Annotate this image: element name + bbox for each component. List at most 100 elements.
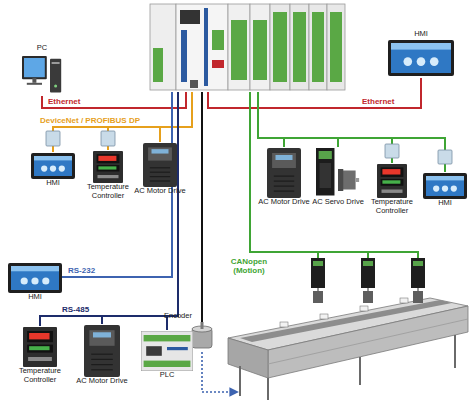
device-icon <box>377 164 407 198</box>
device-node: Temperature Controller <box>366 163 418 215</box>
feedback-arrow <box>202 352 238 392</box>
hmi-bezel <box>31 153 75 179</box>
hmi-screen <box>426 176 464 196</box>
controller-display <box>381 167 404 177</box>
device-caption: PLC <box>160 371 175 380</box>
conveyor-belt <box>240 300 452 342</box>
drive-vent <box>91 364 113 365</box>
controller-keys <box>382 190 403 193</box>
drive-vent <box>150 172 170 173</box>
hmi-bezel <box>423 173 467 199</box>
servo-drives <box>311 258 425 303</box>
device-icon <box>84 325 120 377</box>
device-node: Temperature Controller <box>14 326 66 384</box>
bus-adapter <box>46 131 60 146</box>
terminal-block <box>312 12 324 82</box>
motor-cable <box>418 288 419 291</box>
device-node: HMI <box>8 262 62 302</box>
machine-leg <box>267 378 269 400</box>
conveyor-item <box>400 298 408 303</box>
servo-drive <box>311 258 325 288</box>
cpu-stripe <box>204 8 208 86</box>
drive-vent <box>91 369 113 370</box>
canopen-drop <box>337 138 339 147</box>
devicenet-drop <box>107 127 109 131</box>
device-caption: HMI <box>414 30 428 39</box>
device-icon <box>31 153 75 179</box>
hmi-screen <box>34 156 72 176</box>
hmi-button <box>50 165 56 171</box>
device-caption: AC Servo Drive <box>312 198 364 207</box>
hmi-button <box>403 57 412 66</box>
machine-rail <box>268 319 468 364</box>
canopen-drop <box>283 138 285 147</box>
servo-drive <box>361 258 375 288</box>
terminal-block <box>153 48 163 82</box>
controller-display <box>97 154 120 163</box>
power-module <box>150 4 176 90</box>
io-module <box>290 4 309 90</box>
bus-adapters <box>46 131 452 164</box>
drive-keypad <box>89 330 114 346</box>
device-icon <box>316 148 360 198</box>
machine-leg <box>239 366 241 396</box>
cpu-display <box>180 10 200 24</box>
motor-cable <box>318 288 319 291</box>
device-caption: AC Motor Drive <box>134 187 185 196</box>
pc-tower <box>50 58 61 92</box>
plc-body <box>141 331 193 371</box>
controller-display <box>97 165 120 171</box>
device-node: HMI <box>385 30 457 76</box>
drive-body <box>143 143 177 187</box>
device-icon <box>8 263 62 293</box>
hmi-button <box>31 277 38 284</box>
hmi-screen <box>391 43 451 73</box>
servo-motor <box>413 291 423 303</box>
machine-illustration <box>228 298 468 400</box>
cpu-port <box>190 80 198 88</box>
machine-end <box>228 338 268 378</box>
bus-label: RS-485 <box>62 305 89 314</box>
hmi-button <box>430 57 439 66</box>
drive-body <box>267 148 301 198</box>
io-module <box>327 4 345 90</box>
controller-body <box>377 164 407 198</box>
drive-display <box>152 149 169 153</box>
terminal-block <box>212 30 224 50</box>
terminal-block <box>253 20 267 80</box>
servo-drive-panel <box>319 151 332 159</box>
hmi-bezel <box>388 40 454 76</box>
controller-digits <box>29 346 49 350</box>
hmi-button <box>42 277 49 284</box>
device-caption: PC <box>37 44 47 53</box>
device-caption: HMI <box>28 293 42 302</box>
servo-panel <box>413 261 423 266</box>
tower-led <box>54 84 57 87</box>
controller-keys <box>98 175 119 178</box>
device-node: PLC <box>138 330 196 380</box>
io-module <box>250 4 270 90</box>
hmi-title-bar <box>11 266 59 271</box>
conveyor-item <box>280 322 288 327</box>
device-icon <box>143 143 177 187</box>
drive-display <box>93 332 111 337</box>
machine-leg <box>359 357 361 385</box>
canopen-drop <box>391 158 393 163</box>
servo-motor <box>313 291 323 303</box>
main-plc <box>150 4 345 90</box>
device-icon <box>23 327 57 367</box>
servo-drive-connectors <box>320 163 331 188</box>
hmi-button <box>41 165 47 171</box>
monitor-screen <box>24 58 45 77</box>
monitor-stand <box>32 78 36 83</box>
device-caption: Temperature Controller <box>82 183 134 200</box>
rs485-drop <box>101 316 103 324</box>
hmi-button <box>442 185 448 191</box>
bus-wires <box>40 78 445 330</box>
servo-panel <box>313 261 323 266</box>
drive-vent <box>274 186 294 187</box>
monitor-frame <box>22 56 47 79</box>
io-module <box>228 4 250 90</box>
servo-drive <box>411 258 425 288</box>
